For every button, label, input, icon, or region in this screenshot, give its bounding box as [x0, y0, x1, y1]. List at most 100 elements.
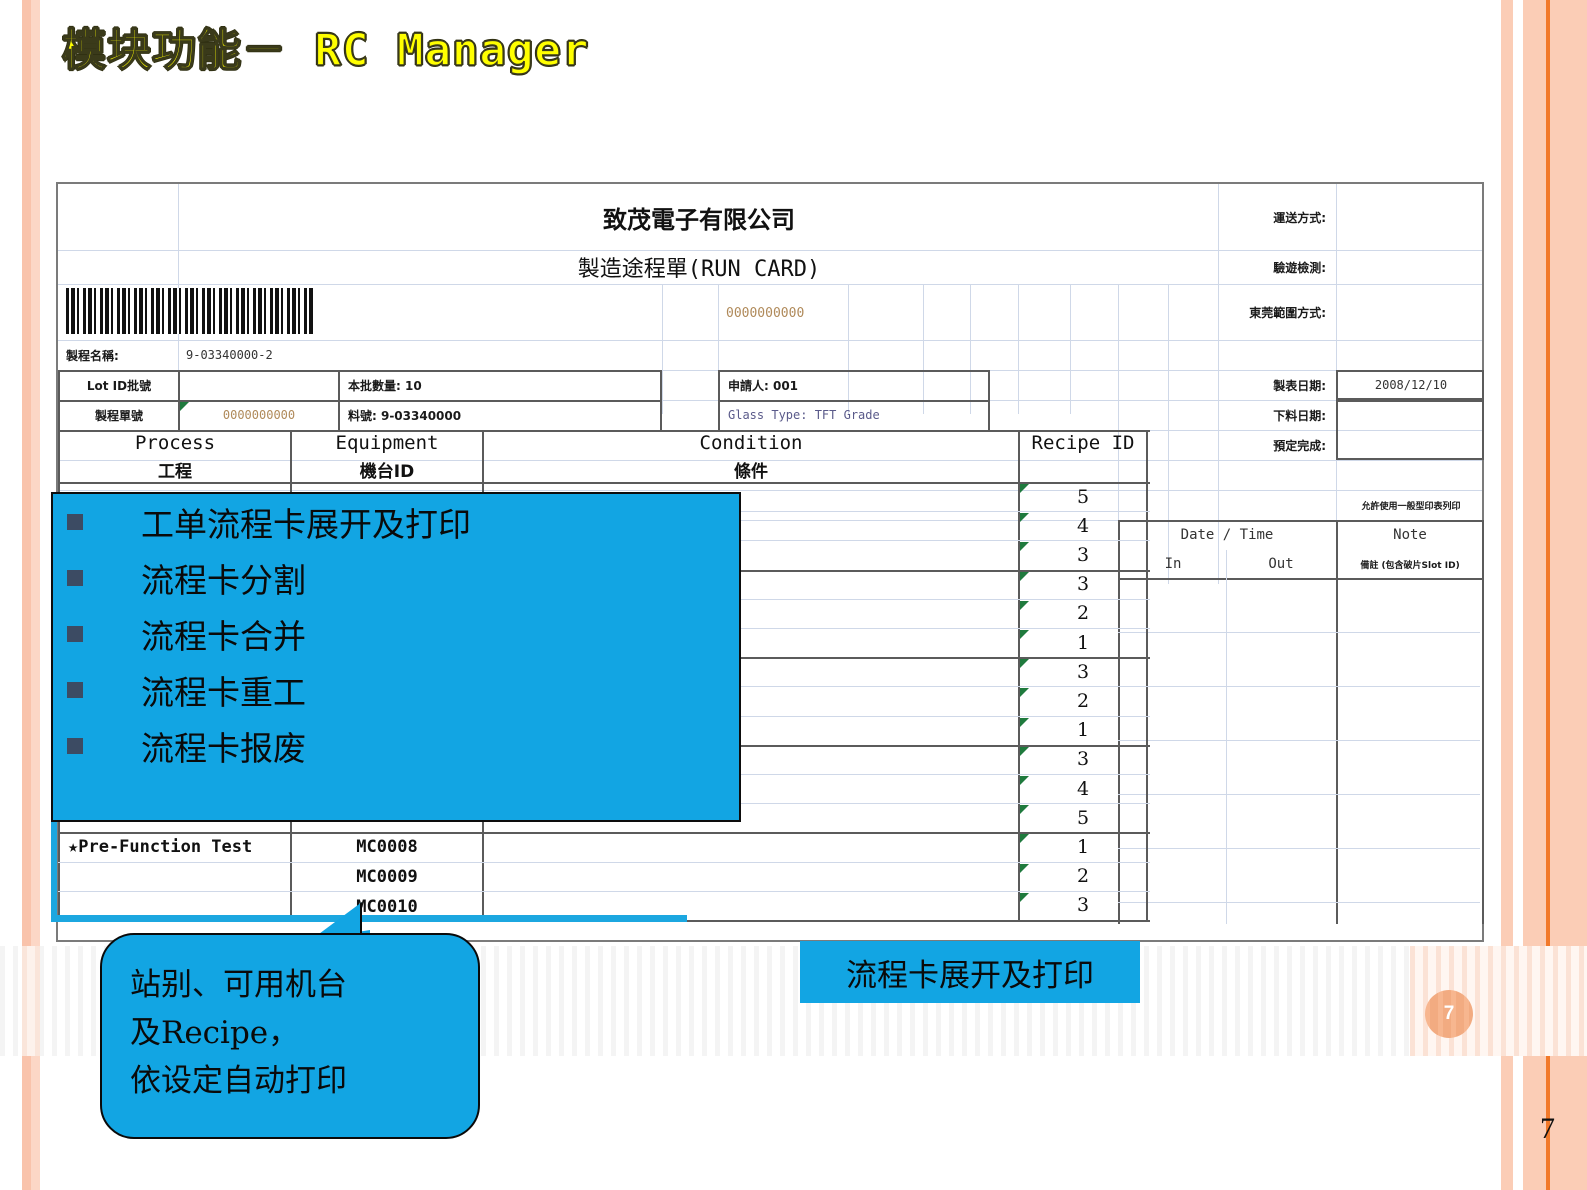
col-header-equipment-cn: 機台ID — [359, 461, 415, 482]
recipe-id-value: 2 — [1076, 689, 1090, 712]
grid-line — [58, 250, 1482, 251]
right-field-value-4 — [1338, 400, 1484, 430]
recipe-id-value: 3 — [1076, 894, 1090, 917]
table-border — [1118, 520, 1120, 924]
grid-line — [1118, 284, 1119, 584]
process-name-last: ★Pre-Function Test — [68, 837, 253, 857]
right-field-label-3: 製表日期: — [1273, 378, 1326, 393]
grid-line — [1118, 740, 1480, 741]
grid-line — [1070, 284, 1071, 414]
right-field-label-1: 驗遊檢測: — [1273, 260, 1326, 275]
recipe-id-value: 1 — [1076, 835, 1090, 858]
table-row-separator — [58, 861, 1150, 863]
page-badge: 7 — [1425, 990, 1473, 1038]
recipe-id-value: 3 — [1076, 660, 1090, 683]
col-header-condition-cn: 條件 — [734, 461, 768, 482]
feature-bullet-item: 流程卡报废 — [67, 718, 739, 774]
in-header: In — [1164, 556, 1182, 572]
bullet-square-icon — [67, 626, 83, 642]
grid-line — [662, 284, 663, 414]
bottom-striped-band-left-tint — [22, 946, 40, 1056]
right-field-label-2: 東莞範圍方式: — [1249, 305, 1326, 320]
equipment-value-2: MC0010 — [356, 897, 418, 917]
left-edge-stripe-inner — [31, 0, 40, 1190]
cell-marker-icon — [1020, 688, 1029, 698]
note-header: Note — [1393, 527, 1427, 543]
runcard-no-label: 製程單號 — [94, 408, 143, 423]
right-field-label-4: 下料日期: — [1273, 408, 1326, 423]
grid-line — [1118, 902, 1480, 903]
table-border — [1336, 370, 1484, 372]
runcard-print-label-text: 流程卡展开及打印 — [846, 957, 1094, 994]
table-border — [1336, 400, 1484, 402]
grid-line — [58, 284, 1482, 285]
callout-line: 依设定自动打印 — [130, 1063, 347, 1099]
cell-marker-icon — [1020, 630, 1029, 639]
grid-line — [1226, 550, 1227, 924]
table-row-separator — [58, 482, 1150, 484]
table-border — [1146, 430, 1148, 922]
table-border — [1336, 520, 1338, 924]
right-edge-accent-line — [1546, 0, 1550, 1190]
cell-marker-icon — [1020, 484, 1029, 493]
grid-line — [970, 284, 971, 414]
col-header-process-cn: 工程 — [158, 461, 192, 482]
table-border — [718, 370, 990, 372]
recipe-id-value: 5 — [1076, 806, 1090, 829]
right-edge-stripe-4 — [1550, 0, 1587, 1190]
note-subheader: 備註 (包含破片Slot ID) — [1360, 560, 1460, 571]
callout-line: 及Recipe， — [130, 1015, 300, 1051]
grid-line — [58, 490, 1482, 491]
feature-bullet-label: 流程卡重工 — [141, 673, 306, 712]
company-name: 致茂電子有限公司 — [603, 205, 795, 234]
feature-bullet-item: 流程卡合并 — [67, 606, 739, 662]
table-border — [338, 370, 340, 430]
table-row-separator — [58, 890, 1150, 892]
table-border — [178, 370, 180, 430]
grid-line — [1118, 848, 1480, 849]
feature-bullet-label: 流程卡合并 — [141, 617, 306, 656]
table-border — [1118, 578, 1484, 580]
feature-bullet-label: 流程卡分割 — [141, 561, 306, 600]
cell-marker-icon — [1020, 805, 1029, 815]
table-border — [1118, 520, 1484, 522]
col-header-recipe-id: Recipe ID — [1031, 432, 1135, 454]
right-field-label-0: 運送方式: — [1273, 210, 1326, 225]
feature-bullet-item: 流程卡重工 — [67, 662, 739, 718]
recipe-id-value: 3 — [1076, 748, 1090, 771]
grid-line — [718, 284, 719, 414]
grid-line — [1168, 284, 1169, 584]
cell-marker-icon — [1020, 600, 1029, 610]
left-edge-stripe-outer — [22, 0, 31, 1190]
right-field-value-3: 2008/12/10 — [1374, 378, 1448, 392]
table-border — [1336, 370, 1338, 400]
cell-marker-icon — [1020, 513, 1029, 523]
barcode-number: 0000000000 — [726, 305, 805, 321]
feature-bullet-label: 流程卡报废 — [141, 729, 306, 768]
col-header-process: Process — [134, 432, 216, 454]
note-header-line: 允許使用一般型印表列印 — [1361, 501, 1461, 512]
table-border — [58, 370, 662, 372]
bullet-square-icon — [67, 570, 83, 586]
col-header-condition: Condition — [699, 432, 803, 454]
grid-line — [1218, 184, 1219, 584]
process-name-value: 9-03340000-2 — [186, 348, 273, 362]
applicant-label: 申請人: 001 — [728, 378, 799, 393]
page-number: 7 — [1540, 1112, 1555, 1145]
equipment-value-1: MC0009 — [356, 867, 418, 887]
recipe-id-value: 5 — [1076, 485, 1090, 508]
bullet-square-icon — [67, 738, 83, 754]
lot-qty-label: 本批數量: 10 — [348, 378, 422, 393]
recipe-id-value: 4 — [1076, 514, 1090, 537]
cell-marker-icon — [1020, 776, 1029, 785]
cell-marker-icon — [1020, 659, 1029, 669]
grid-line — [1118, 632, 1480, 633]
cell-marker-icon — [180, 402, 189, 411]
right-field-value-5 — [1338, 430, 1484, 460]
page-badge-number: 7 — [1443, 1003, 1455, 1024]
glass-type-label: Glass Type: TFT Grade — [728, 408, 880, 422]
right-field-value-2 — [1338, 284, 1484, 340]
grid-line — [848, 284, 849, 414]
process-name-label: 製程名稱: — [66, 348, 119, 363]
recipe-id-value: 2 — [1076, 865, 1090, 888]
